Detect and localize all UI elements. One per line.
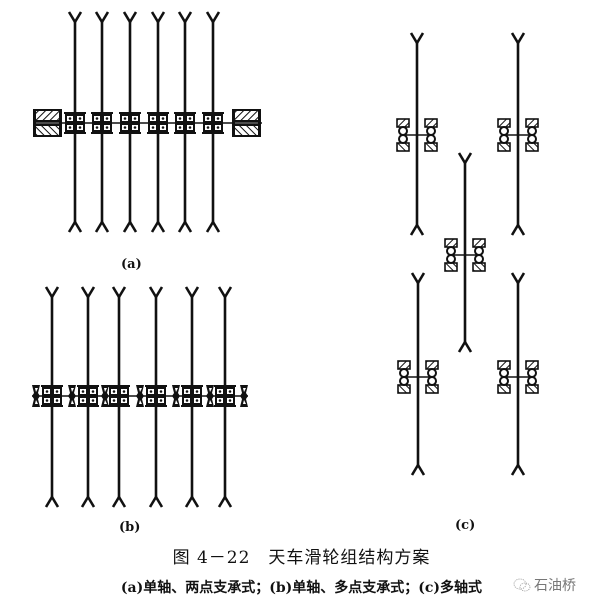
watermark: 石油桥 [513,575,576,595]
sheave-c-bottom-left [397,271,439,477]
panel-a [33,10,262,234]
panel-b [32,285,248,509]
sheave-c-middle [444,151,486,354]
figure-subcaption: (a)单轴、两点支承式；(b)单轴、多点支承式；(c)多轴式 [120,580,483,596]
panel-c [396,31,539,477]
watermark-text: 石油桥 [534,578,576,594]
sheave-c-top-right [497,31,539,237]
panel-b-label: (b) [119,520,141,535]
sheave-c-top-left [396,31,438,237]
right-bearing-support [232,109,261,137]
left-bearing-support [33,109,62,137]
wechat-logo-icon [513,578,531,592]
sheaves-a [64,10,224,234]
sheaves-b [41,285,236,509]
panel-c-label: (c) [455,518,476,533]
sheave-c-bottom-right [497,271,539,477]
panel-a-label: (a) [121,257,142,272]
figure-caption: 图 4－22 天车滑轮组结构方案 [172,548,431,568]
